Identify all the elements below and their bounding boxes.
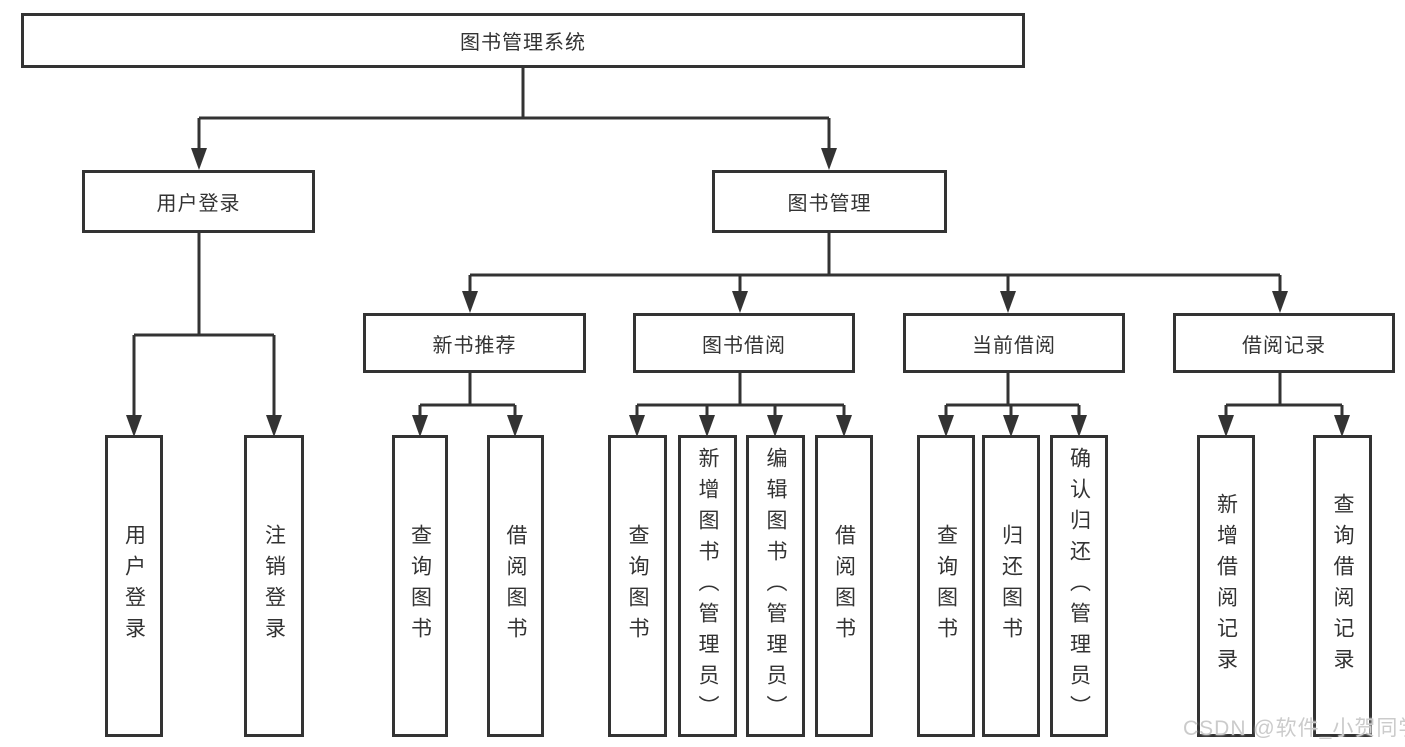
- arrowhead-icon: [126, 415, 142, 437]
- leaf-borrow-books-2: 借阅图书: [815, 435, 873, 737]
- leaf-user-login: 用户登录: [105, 435, 163, 737]
- arrowhead-icon: [836, 415, 852, 437]
- node-borrow-records: 借阅记录: [1173, 313, 1395, 373]
- leaf-add-books-admin: 新增图书（管理员）: [678, 435, 737, 737]
- leaf-label: 归还图书: [999, 524, 1023, 648]
- leaf-add-borrow-record: 新增借阅记录: [1197, 435, 1255, 737]
- node-current-borrow: 当前借阅: [903, 313, 1125, 373]
- leaf-label: 确认归还（管理员）: [1067, 446, 1091, 726]
- arrowhead-icon: [507, 415, 523, 437]
- arrowhead-icon: [1071, 415, 1087, 437]
- arrowhead-icon: [938, 415, 954, 437]
- node-root-system: 图书管理系统: [21, 13, 1025, 68]
- arrowhead-icon: [732, 291, 748, 313]
- leaf-label: 借阅图书: [504, 524, 527, 648]
- node-user-login-branch: 用户登录: [82, 170, 315, 233]
- leaf-edit-books-admin: 编辑图书（管理员）: [746, 435, 805, 737]
- arrowhead-icon: [1218, 415, 1234, 437]
- leaf-label: 借阅图书: [832, 524, 856, 648]
- leaf-label: 用户登录: [122, 524, 146, 648]
- arrowhead-icon: [629, 415, 645, 437]
- leaf-query-books-3: 查询图书: [917, 435, 975, 737]
- leaf-borrow-books-1: 借阅图书: [487, 435, 544, 737]
- leaf-query-books-2: 查询图书: [608, 435, 667, 737]
- leaf-return-books: 归还图书: [982, 435, 1040, 737]
- arrowhead-icon: [462, 291, 478, 313]
- leaf-label: 编辑图书（管理员）: [764, 446, 787, 726]
- leaf-label: 新增图书（管理员）: [696, 446, 719, 726]
- leaf-query-books-1: 查询图书: [392, 435, 448, 737]
- leaf-logout: 注销登录: [244, 435, 304, 737]
- arrowhead-icon: [1000, 291, 1016, 313]
- leaf-label: 查询图书: [408, 524, 432, 648]
- leaf-confirm-return-admin: 确认归还（管理员）: [1050, 435, 1108, 737]
- node-book-management-branch: 图书管理: [712, 170, 947, 233]
- leaf-label: 新增借阅记录: [1214, 493, 1238, 679]
- arrowhead-icon: [1272, 291, 1288, 313]
- arrowhead-icon: [1003, 415, 1019, 437]
- arrowhead-icon: [821, 148, 837, 170]
- leaf-query-borrow-record: 查询借阅记录: [1313, 435, 1372, 737]
- leaf-label: 注销登录: [262, 524, 286, 648]
- node-book-borrow: 图书借阅: [633, 313, 855, 373]
- arrowhead-icon: [699, 415, 715, 437]
- arrowhead-icon: [1334, 415, 1350, 437]
- arrowhead-icon: [266, 415, 282, 437]
- arrowhead-icon: [191, 148, 207, 170]
- arrowhead-icon: [767, 415, 783, 437]
- watermark: CSDN @软件_小贺同学: [1183, 717, 1405, 740]
- leaf-label: 查询图书: [934, 524, 958, 648]
- leaf-label: 查询图书: [626, 524, 649, 648]
- leaf-label: 查询借阅记录: [1331, 493, 1354, 679]
- node-new-book-recommend: 新书推荐: [363, 313, 586, 373]
- arrowhead-icon: [412, 415, 428, 437]
